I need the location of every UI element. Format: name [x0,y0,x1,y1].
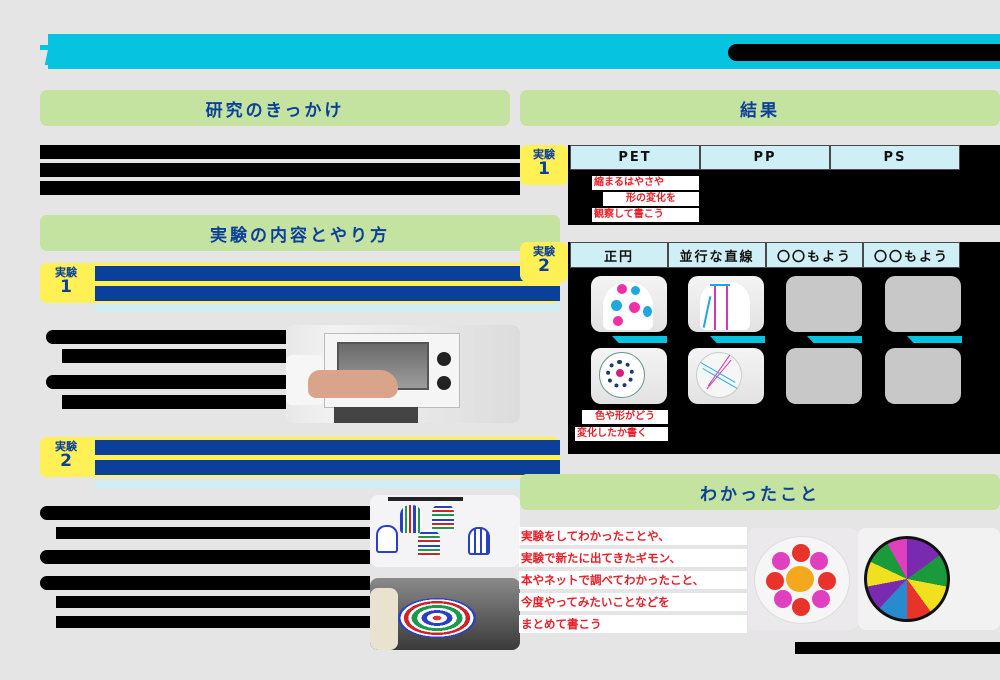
cyan-tab [710,336,765,343]
placeholder-photo [786,348,862,404]
motivation-text-line [40,163,520,177]
experiment-2-title-redacted [95,440,560,455]
badge-number: 1 [538,159,550,179]
results-note: 観察して書こう [592,208,699,222]
badge-number: 1 [60,277,72,297]
experiment-2-underline [95,481,525,488]
flower-plate-photo [748,528,858,630]
dotted-cup-photo [591,276,667,332]
placeholder-photo [786,276,862,332]
column-header-parallel-lines: 並行な直線 [668,242,766,268]
column-header-ps: PS [830,145,960,170]
heating-plate-photo [370,578,520,650]
findings-prompt-line: まとめて書こう [519,615,747,633]
experiment-1-step-text [46,375,286,389]
results-note: 変化したか書く [575,427,668,441]
findings-prompt-line: 実験で新たに出てきたギモン、 [519,549,747,567]
credit-text-redacted [795,642,1000,654]
experiment-2-step-text [40,576,370,590]
section-heading-method: 実験の内容とやり方 [40,215,560,251]
experiment-2-step-text [56,596,370,608]
experiment-1-step-text [62,395,286,409]
experiment-1-step-text [46,330,286,344]
cyan-tab [907,336,962,343]
oven-photo [286,325,520,423]
results-experiment-1-badge: 実験 1 [520,145,568,185]
experiment-1-badge: 実験 1 [40,263,92,303]
column-header-pattern-2: 〇〇もよう [863,242,960,268]
column-header-pp: PP [700,145,830,170]
results-note: 縮まるはやさや [592,176,699,190]
findings-prompt-line: 今度やってみたいことなどを [519,593,747,611]
decorated-cups-photo [370,495,520,567]
dotted-plate-photo [591,348,667,404]
placeholder-photo [885,348,961,404]
experiment-1-step-text [62,349,286,363]
results-experiment-2-badge: 実験 2 [520,242,568,282]
column-header-pattern-1: 〇〇もよう [766,242,863,268]
striped-cup-photo [688,276,764,332]
badge-number: 2 [60,451,72,471]
cyan-tab [807,336,862,343]
experiment-2-step-text [56,616,370,628]
badge-label: 実験 [533,245,555,258]
experiment-1-title-redacted [95,286,560,301]
title-bar-accent [40,45,62,50]
results-note: 色や形がどう [582,410,668,424]
stained-glass-plate-photo [858,528,1000,630]
lined-plate-photo [688,348,764,404]
badge-label: 実験 [55,440,77,453]
experiment-2-title-redacted [95,460,560,475]
placeholder-photo [885,276,961,332]
section-heading-results: 結果 [520,90,1000,126]
experiment-2-step-text [56,527,370,539]
section-heading-findings: わかったこと [520,474,1000,510]
results-note: 形の変化を [603,192,699,206]
findings-prompt-line: 本やネットで調べてわかったこと、 [519,571,747,589]
motivation-text-line [40,181,520,195]
motivation-text-line [40,145,520,159]
badge-number: 2 [538,256,550,276]
cyan-tab [612,336,667,343]
experiment-2-badge: 実験 2 [40,437,92,477]
results-experiment-2-table-header: 正円 並行な直線 〇〇もよう 〇〇もよう [570,242,960,268]
experiment-1-title-redacted [95,266,560,281]
experiment-2-step-text [40,506,370,520]
badge-label: 実験 [533,148,555,161]
experiment-2-step-text [40,550,370,564]
title-right-label-redacted [728,44,1000,61]
findings-prompt-line: 実験をしてわかったことや、 [519,527,747,545]
column-header-pet: PET [570,145,700,170]
badge-label: 実験 [55,266,77,279]
column-header-circle: 正円 [570,242,668,268]
section-heading-motivation: 研究のきっかけ [40,90,510,126]
experiment-1-underline [95,304,560,311]
results-experiment-1-table-header: PET PP PS [570,145,960,170]
